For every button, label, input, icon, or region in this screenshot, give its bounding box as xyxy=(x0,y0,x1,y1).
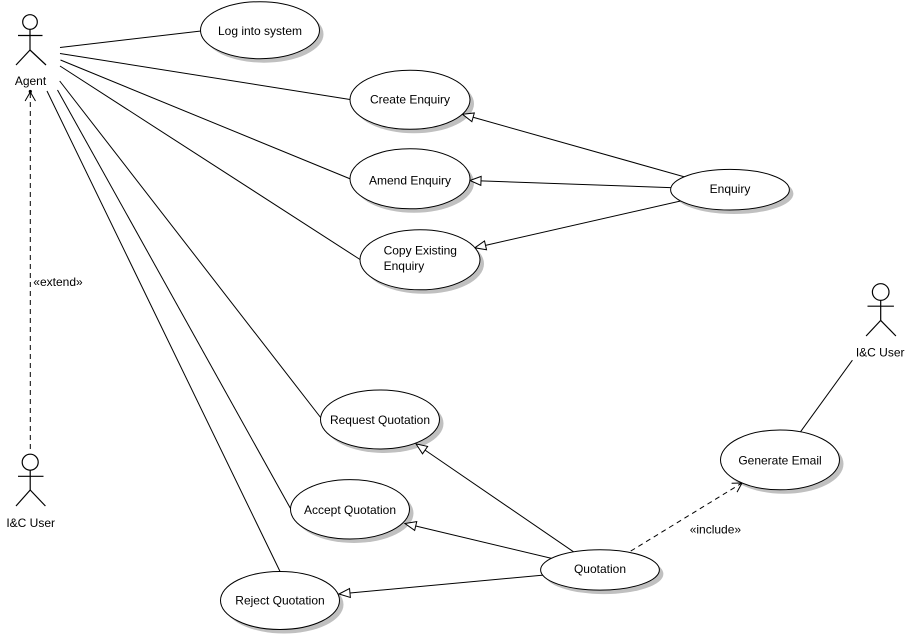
usecase-generate-email-ellipse xyxy=(720,429,840,491)
edge-agent-copy-existing-enquiry-line xyxy=(59,65,361,260)
usecase-create-enquiry-label: Create Enquiry xyxy=(370,93,450,107)
usecase-amend-enquiry-ellipse xyxy=(349,148,471,210)
usecase-accept-quotation[interactable]: Accept Quotation xyxy=(290,479,410,540)
actor-ic-user-left-right-leg xyxy=(29,489,46,507)
actor-agent-label: Agent xyxy=(15,74,47,88)
actor-ic-user-right-left-leg xyxy=(865,319,882,337)
edge-agent-reject-quotation-line xyxy=(46,90,281,572)
edge-agent-accept-quotation-line xyxy=(57,89,291,509)
usecase-copy-existing-enquiry-label-line1: Copy Existing xyxy=(384,244,457,258)
usecase-amend-enquiry[interactable]: Amend Enquiry xyxy=(349,148,471,210)
actor-ic-user-left-head xyxy=(21,453,39,471)
actor-ic-user-left-left-leg xyxy=(15,489,31,507)
layer-stereotype-labels: «extend» «include» xyxy=(33,275,741,537)
edge-agent-accept-quotation[interactable] xyxy=(57,89,291,509)
edge-quotation-request-quotation-open-triangle-arrowhead-icon xyxy=(414,443,429,455)
usecase-create-enquiry-ellipse xyxy=(349,69,471,130)
usecase-enquiry[interactable]: Enquiry xyxy=(670,168,790,211)
edge-enquiry-amend-enquiry-open-triangle-arrowhead-icon xyxy=(468,175,482,187)
stereotype-extend-label: «extend» xyxy=(33,275,83,289)
usecase-reject-quotation-label: Reject Quotation xyxy=(235,593,324,607)
usecase-quotation[interactable]: Quotation xyxy=(540,549,660,591)
edge-agent-create-enquiry-line xyxy=(59,53,351,100)
edge-ic-user-right-generate-email[interactable] xyxy=(800,359,853,433)
usecase-request-quotation[interactable]: Request Quotation xyxy=(320,389,440,450)
edge-agent-copy-existing-enquiry[interactable] xyxy=(59,65,361,260)
edge-agent-amend-enquiry[interactable] xyxy=(60,59,351,180)
edge-extend-ic-user-left-agent[interactable] xyxy=(24,89,36,449)
usecase-log-into-system-ellipse xyxy=(200,1,320,60)
usecase-create-enquiry[interactable]: Create Enquiry xyxy=(349,69,471,130)
usecase-quotation-ellipse xyxy=(540,549,660,591)
edge-agent-request-quotation-line xyxy=(59,80,322,419)
edge-quotation-request-quotation-line xyxy=(424,449,601,571)
usecase-generate-email[interactable]: Generate Email xyxy=(720,429,840,491)
usecase-log-into-system[interactable]: Log into system xyxy=(200,1,320,60)
actor-ic-user-left[interactable]: I&C User xyxy=(6,453,55,530)
usecase-log-into-system-label: Log into system xyxy=(218,24,302,38)
actor-ic-user-right-right-leg xyxy=(880,319,897,337)
edge-agent-log-into-system-line xyxy=(59,30,202,48)
edge-quotation-request-quotation[interactable] xyxy=(414,443,601,571)
actor-ic-user-right-label: I&C User xyxy=(856,346,905,360)
usecase-enquiry-label: Enquiry xyxy=(710,182,751,196)
actor-agent-right-leg xyxy=(29,49,47,66)
actor-agent[interactable]: Agent xyxy=(15,14,47,88)
stereotype-include-label: «include» xyxy=(690,523,742,537)
edge-ic-user-right-generate-email-line xyxy=(800,359,853,433)
actor-ic-user-right-head xyxy=(871,283,890,301)
usecase-accept-quotation-label: Accept Quotation xyxy=(304,503,396,517)
edge-extend-ic-user-left-agent-anchor-dot xyxy=(28,89,32,94)
actor-ic-user-left-label: I&C User xyxy=(6,516,55,530)
usecase-request-quotation-ellipse xyxy=(320,389,440,450)
actor-agent-left-leg xyxy=(15,49,31,66)
usecase-copy-existing-enquiry-label-line2: Enquiry xyxy=(384,259,425,273)
usecase-request-quotation-label: Request Quotation xyxy=(330,413,430,427)
usecase-copy-existing-enquiry-ellipse xyxy=(359,229,481,291)
usecase-reject-quotation[interactable]: Reject Quotation xyxy=(220,571,340,630)
edge-agent-amend-enquiry-line xyxy=(60,59,351,180)
layer-shadows xyxy=(204,5,844,634)
actor-agent-head xyxy=(22,14,38,30)
edge-agent-reject-quotation[interactable] xyxy=(46,90,281,572)
usecase-generate-email-label: Generate Email xyxy=(738,454,821,468)
usecase-accept-quotation-ellipse xyxy=(290,479,410,540)
usecase-enquiry-ellipse xyxy=(670,168,790,211)
usecase-reject-quotation-ellipse xyxy=(220,571,340,630)
actor-ic-user-right[interactable]: I&C User xyxy=(856,283,905,360)
edge-agent-log-into-system[interactable] xyxy=(59,30,202,48)
edge-enquiry-copy-existing-enquiry-open-triangle-arrowhead-icon xyxy=(473,240,488,251)
edge-agent-create-enquiry[interactable] xyxy=(59,53,351,100)
edge-agent-request-quotation[interactable] xyxy=(59,80,322,419)
usecase-amend-enquiry-label: Amend Enquiry xyxy=(369,173,451,187)
usecase-quotation-label: Quotation xyxy=(574,562,626,576)
